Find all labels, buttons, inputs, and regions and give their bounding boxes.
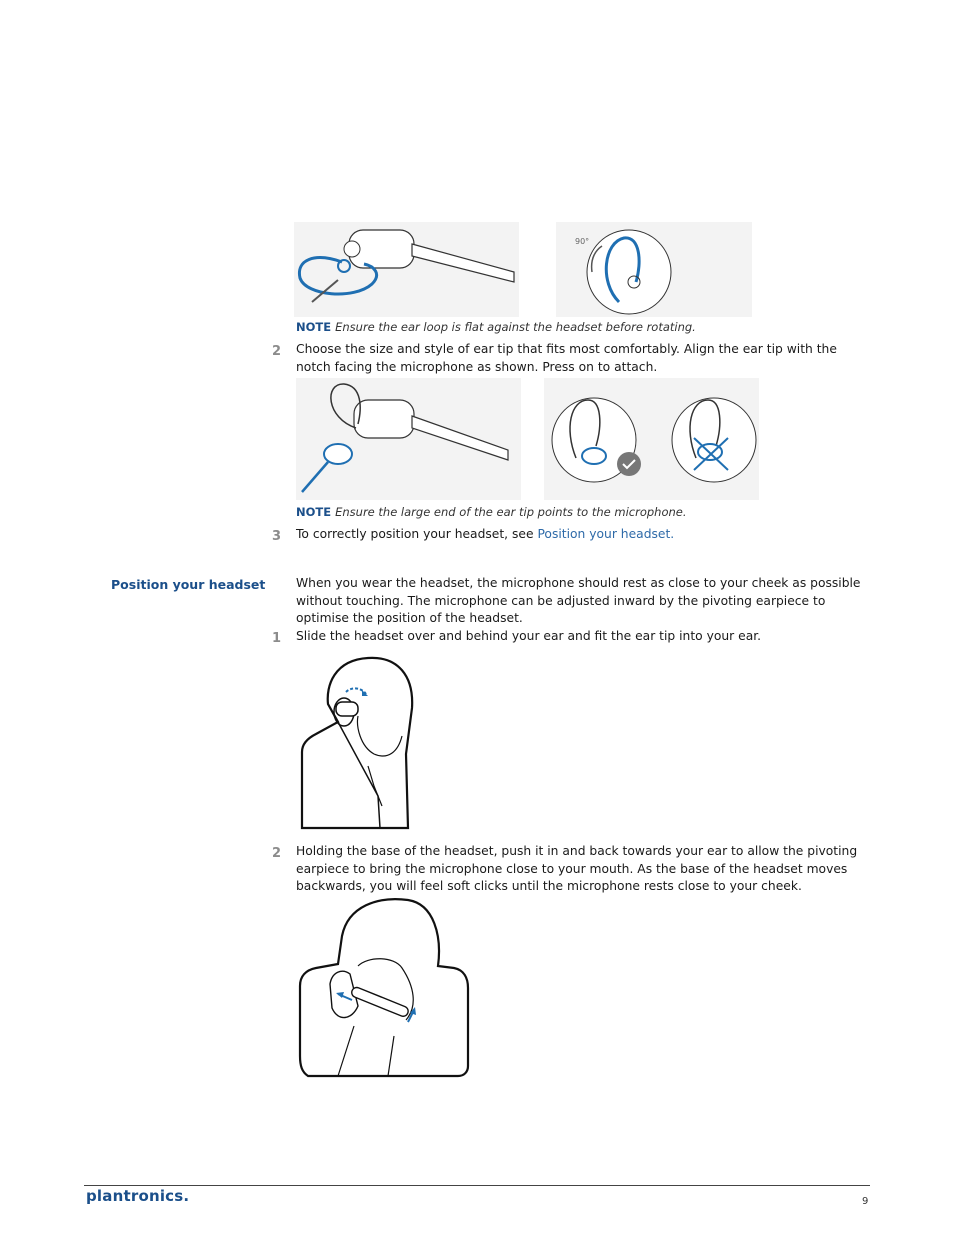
wearing-headset-illustration — [300, 656, 414, 830]
position-headset-link[interactable]: Position your headset. — [537, 527, 675, 541]
step-number: 1 — [272, 631, 282, 646]
note-text: Ensure the large end of the ear tip poin… — [335, 505, 687, 519]
step-text-slide: Slide the headset over and behind your e… — [296, 629, 762, 643]
note-label: NOTE — [296, 320, 332, 334]
step-number: 3 — [272, 529, 282, 544]
adjusting-headset-illustration — [298, 898, 470, 1078]
step-text-prefix: To correctly position your headset, see — [296, 527, 538, 541]
step-number: 2 — [272, 846, 282, 861]
section-intro: When you wear the headset, the microphon… — [296, 576, 861, 625]
footer-divider — [84, 1185, 870, 1186]
ear-loop-rotation-illustration: 90° — [294, 222, 752, 317]
page-number: 9 — [862, 1196, 869, 1207]
note-label: NOTE — [296, 505, 332, 519]
angle-label: 90° — [575, 237, 589, 246]
step-text-adjust: Holding the base of the headset, push it… — [296, 844, 858, 893]
step-number: 2 — [272, 344, 282, 359]
brand-logo: plantronics. — [86, 1187, 190, 1205]
section-heading: Position your headset — [111, 577, 266, 592]
note-text: Ensure the ear loop is flat against the … — [335, 320, 696, 334]
step-text-position: To correctly position your headset, see … — [296, 526, 866, 544]
ear-tip-illustration — [296, 378, 759, 500]
step-text-ear-tip: Choose the size and style of ear tip tha… — [296, 342, 837, 374]
